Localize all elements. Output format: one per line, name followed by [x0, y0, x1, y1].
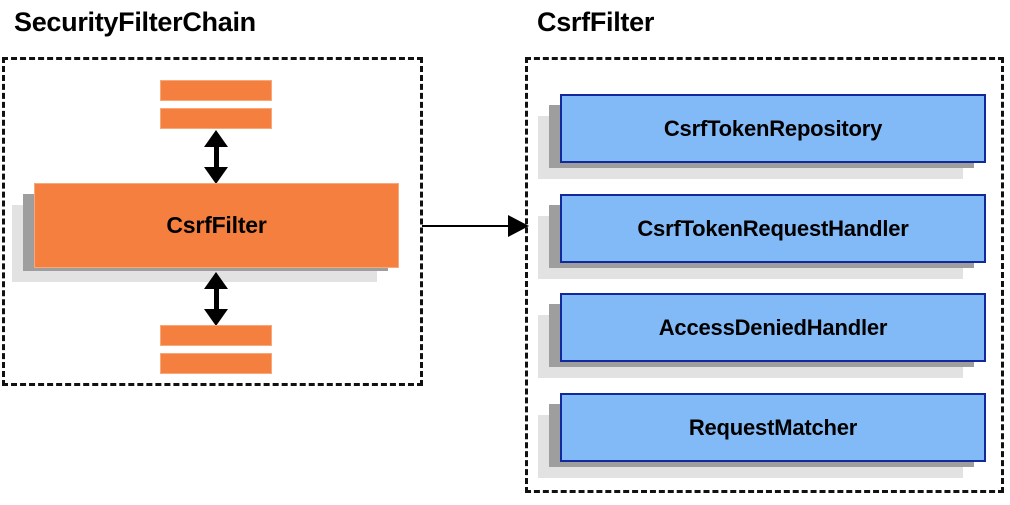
card-label-access-denied-handler: AccessDeniedHandler	[658, 314, 888, 340]
card-label-csrf-filter: CsrfFilter	[166, 212, 267, 238]
arrow-shaft-icon	[213, 145, 219, 178]
card-face-csrf-token-request-handler[interactable]: CsrfTokenRequestHandler	[560, 194, 986, 263]
arrow-head-up-icon	[204, 130, 228, 147]
card-face-access-denied-handler[interactable]: AccessDeniedHandler	[560, 293, 986, 362]
panel-title-security-filter-chain: SecurityFilterChain	[14, 7, 256, 37]
card-label-csrf-token-repository: CsrfTokenRepository	[663, 115, 883, 141]
filter-bar-2	[160, 108, 272, 129]
card-face-csrf-token-repository[interactable]: CsrfTokenRepository	[560, 94, 986, 163]
arrow-head-up-icon	[204, 272, 228, 289]
card-label-request-matcher: RequestMatcher	[688, 414, 858, 440]
arrow-shaft-icon	[422, 225, 512, 227]
card-label-csrf-token-request-handler: CsrfTokenRequestHandler	[637, 215, 909, 241]
panel-title-csrf-filter: CsrfFilter	[537, 7, 655, 37]
filter-bar-1	[160, 80, 272, 101]
arrow-head-down-icon	[204, 167, 228, 184]
card-face-csrf-filter[interactable]: CsrfFilter	[34, 183, 399, 268]
card-face-request-matcher[interactable]: RequestMatcher	[560, 393, 986, 462]
arrow-head-right-icon	[508, 215, 529, 237]
arrow-shaft-icon	[213, 287, 219, 320]
filter-bar-4	[160, 353, 272, 374]
filter-bar-3	[160, 325, 272, 346]
panel-security-filter-chain	[2, 57, 423, 386]
panel-csrf-filter-detail	[525, 57, 1004, 493]
arrow-head-down-icon	[204, 309, 228, 326]
